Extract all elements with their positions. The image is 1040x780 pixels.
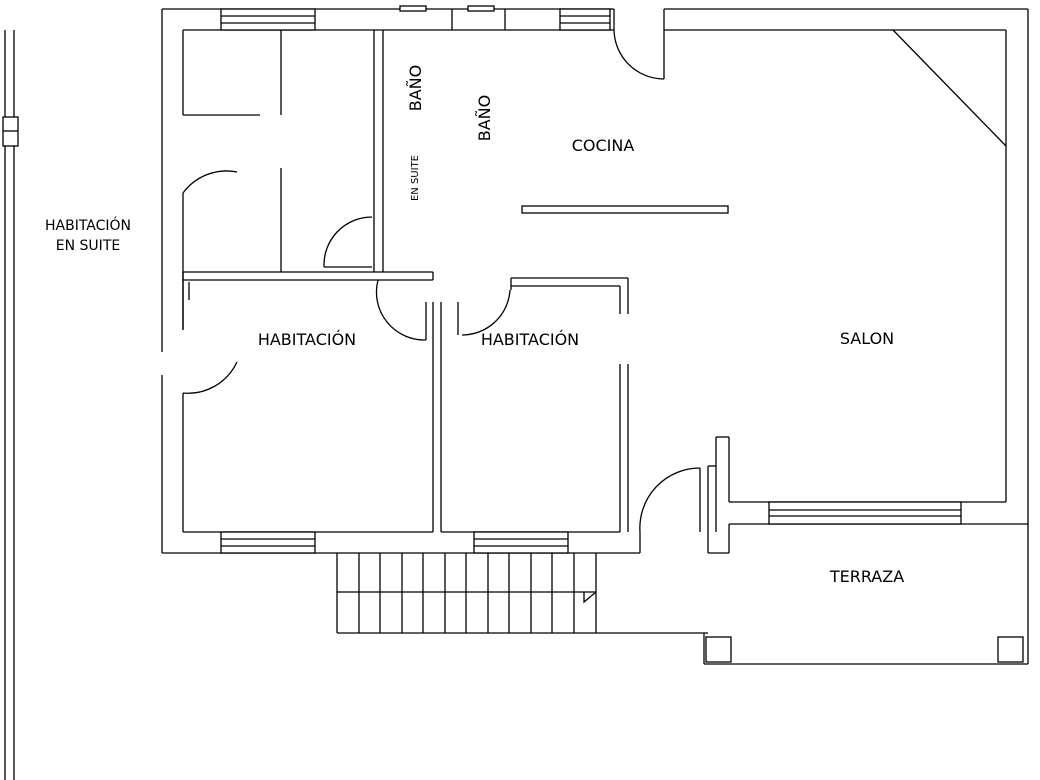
bedroom-1-label: HABITACIÓN: [258, 330, 356, 349]
suite-bedroom-label-line2: EN SUITE: [56, 238, 120, 254]
left-edge-wall: [2, 30, 19, 780]
interior-walls: [182, 29, 1007, 532]
kitchen-label: COCINA: [572, 136, 635, 155]
bedroom-2-label: HABITACIÓN: [481, 330, 579, 349]
room-labels: HABITACIÓN EN SUITE BAÑO EN SUITE BAÑO C…: [45, 65, 904, 586]
exterior-walls: [161, 8, 1029, 554]
staircase: [336, 553, 708, 634]
living-room-label: SALON: [840, 329, 894, 348]
windows: [220, 5, 962, 554]
bath-2-label: BAÑO: [475, 95, 494, 141]
terrace-label: TERRAZA: [829, 567, 904, 586]
bath-1-suite-label: EN SUITE: [410, 155, 421, 201]
bath-1-label: BAÑO: [406, 65, 425, 111]
suite-bedroom-label-line1: HABITACIÓN: [45, 216, 131, 234]
terrace: [703, 524, 1029, 665]
doors: [182, 29, 701, 533]
